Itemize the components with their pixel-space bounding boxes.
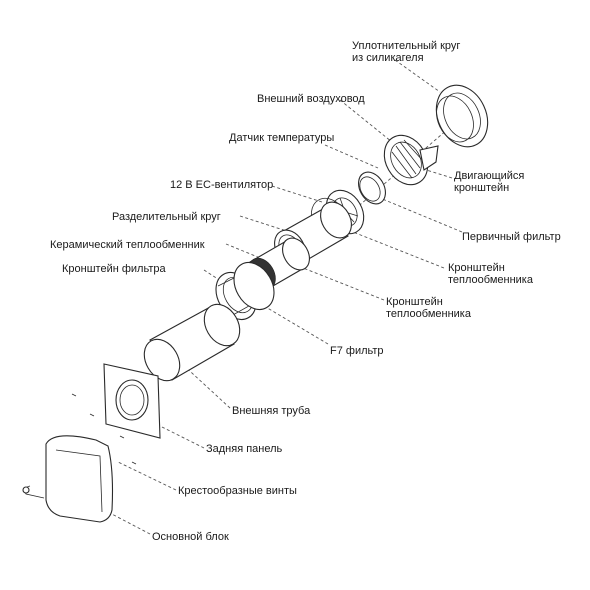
label-cross-screws: Крестообразные винты <box>178 485 297 497</box>
leader-primary-filter <box>379 197 463 233</box>
label-line: Кронштейн <box>448 262 505 274</box>
leader-seal-ring <box>394 59 441 93</box>
label-line: Кронштейн <box>386 296 443 308</box>
leader-separator-ring <box>239 215 297 235</box>
cross-screws-part <box>71 393 137 465</box>
label-back-panel: Задняя панель <box>206 443 283 455</box>
back-panel-part <box>103 363 161 439</box>
label-line: теплообменника <box>448 274 533 286</box>
label-line: Двигающийся <box>454 170 525 182</box>
label-ec-fan: 12 В ЕС-вентилятор <box>170 179 274 191</box>
label-line: теплообменника <box>386 308 471 320</box>
primary-filter-part <box>358 171 386 205</box>
seal-ring-part <box>435 84 489 148</box>
label-primary-filter: Первичный фильтр <box>462 231 561 243</box>
leader-main-unit <box>107 511 151 535</box>
label-outer-duct: Внешний воздуховод <box>257 93 365 105</box>
label-main-unit: Основной блок <box>152 531 229 543</box>
label-temp-sensor: Датчик температуры <box>229 132 335 144</box>
label-outer-pipe: Внешняя труба <box>232 405 311 417</box>
leader-outer-duct <box>339 99 393 143</box>
main-unit-part <box>22 435 114 523</box>
label-separator-ring: Разделительный круг <box>112 211 221 223</box>
label-ceramic-exchanger: Керамический теплообменник <box>50 239 205 251</box>
leader-exchanger-bracket-2 <box>287 261 385 301</box>
label-f7-filter: F7 фильтр <box>330 345 384 357</box>
leader-temp-sensor <box>324 144 379 169</box>
moving-bracket-part <box>383 134 439 186</box>
label-filter-bracket: Кронштейн фильтра <box>62 263 166 275</box>
leader-exchanger-bracket-1 <box>347 229 445 269</box>
leader-cross-screws <box>117 461 177 491</box>
label-line: Уплотнительный круг <box>352 40 461 52</box>
label-line: из силикагеля <box>352 52 424 64</box>
leader-ec-fan <box>271 185 323 203</box>
outer-pipe-part <box>143 303 241 382</box>
leader-back-panel <box>151 421 205 449</box>
label-line: кронштейн <box>454 182 510 194</box>
